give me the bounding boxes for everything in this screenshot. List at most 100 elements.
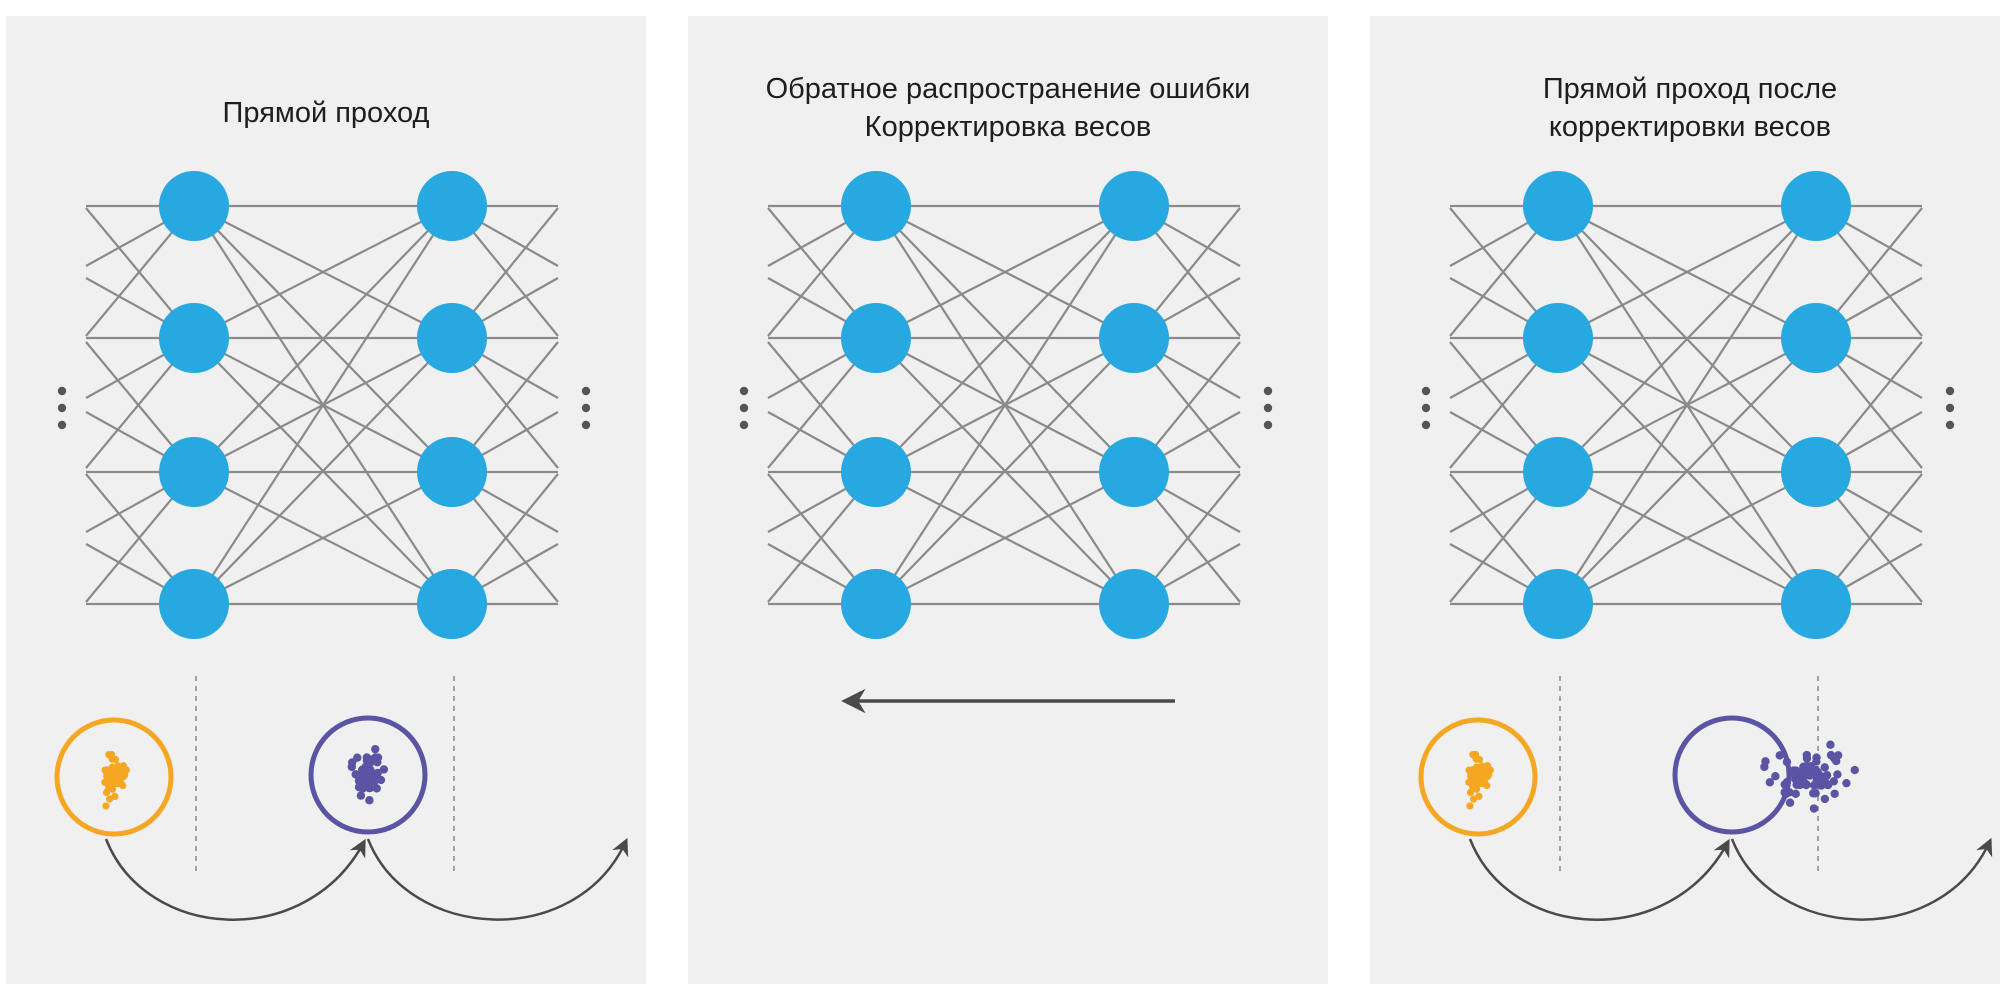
- weight-edge: [875, 337, 1135, 605]
- cluster-point: [1812, 775, 1822, 784]
- cluster-point: [1475, 765, 1483, 773]
- cluster-point: [1475, 755, 1484, 764]
- right-ellipsis-icon: [1263, 386, 1273, 430]
- cluster-point: [1760, 762, 1769, 772]
- ellipsis-dot: [57, 386, 67, 396]
- left-ellipsis-icon: [1421, 386, 1431, 430]
- neuron-node: [417, 303, 487, 373]
- ellipsis-dot: [739, 403, 749, 413]
- weight-edge: [875, 471, 1135, 605]
- panel-title-line: Прямой проход: [222, 97, 430, 129]
- ellipsis-dot: [1945, 420, 1955, 430]
- weight-edge: [193, 205, 453, 339]
- cluster-point: [361, 774, 371, 784]
- cluster-point: [105, 795, 114, 803]
- left-ellipsis-icon: [57, 386, 67, 430]
- neuron-node: [1781, 437, 1851, 507]
- cluster-point: [108, 785, 117, 793]
- cluster-point: [1781, 789, 1791, 799]
- weight-edge: [875, 205, 1135, 339]
- cluster-point: [1830, 789, 1839, 798]
- cluster-point: [105, 751, 113, 759]
- neuron-node: [1781, 569, 1851, 639]
- cluster-ring: [1418, 717, 1538, 837]
- cluster-point: [1775, 751, 1784, 760]
- ellipsis-dot: [1263, 420, 1273, 430]
- cluster-point: [365, 783, 375, 793]
- panel-title: Прямой проход после корректировки весов: [1370, 70, 2000, 146]
- cluster-point: [364, 762, 373, 771]
- cluster-point: [1842, 778, 1851, 788]
- neuron-node: [159, 171, 229, 241]
- activation-cluster-purple: [308, 715, 428, 835]
- cluster-point: [1485, 770, 1493, 779]
- flow-arrow: [1730, 837, 1993, 921]
- neuron-node: [841, 303, 911, 373]
- cluster-point: [351, 770, 360, 779]
- activation-cluster-orange: [54, 717, 174, 837]
- cluster-point: [353, 753, 362, 762]
- cluster-point: [379, 765, 389, 774]
- cluster-ring: [1672, 715, 1792, 835]
- neuron-node: [1523, 171, 1593, 241]
- network-group: [739, 171, 1273, 639]
- cluster-point: [1833, 751, 1843, 760]
- neuron-node: [1523, 437, 1593, 507]
- cluster-point: [1820, 763, 1829, 772]
- panel-forward-pass-after-update: Прямой проход после корректировки весов: [1370, 16, 2000, 984]
- cluster-point: [1782, 778, 1792, 787]
- cluster-point: [1802, 754, 1812, 763]
- cluster-point: [365, 796, 374, 805]
- ellipsis-dot: [1263, 386, 1273, 396]
- ellipsis-dot: [581, 420, 591, 430]
- neuron-node: [841, 171, 911, 241]
- cluster-point: [370, 777, 379, 786]
- panels-row: Прямой проход Обратное распространение о…: [6, 16, 2000, 984]
- weight-edge: [875, 205, 1135, 605]
- neuron-node: [1099, 437, 1169, 507]
- cluster-point: [1469, 795, 1478, 803]
- neuron-node: [417, 171, 487, 241]
- ellipsis-dot: [1263, 403, 1273, 413]
- cluster-ring: [54, 717, 174, 837]
- flow-arrow: [366, 837, 629, 921]
- left-ellipsis-icon: [739, 386, 749, 430]
- cluster-point: [110, 779, 119, 788]
- weight-edge: [1557, 337, 1817, 605]
- cluster-point: [1481, 779, 1489, 787]
- ellipsis-dot: [581, 386, 591, 396]
- neuron-node: [159, 569, 229, 639]
- cluster-point: [1785, 798, 1795, 807]
- cluster-point: [1791, 766, 1801, 775]
- neuron-node: [841, 569, 911, 639]
- cluster-point: [111, 771, 120, 779]
- cluster-point: [1791, 789, 1800, 799]
- cluster-point: [1465, 766, 1473, 774]
- activation-cluster-purple: [1672, 715, 1859, 835]
- cluster-point: [1809, 804, 1819, 813]
- weight-edge: [1557, 205, 1817, 473]
- cluster-point: [1850, 765, 1859, 775]
- cluster-point: [373, 753, 383, 762]
- ellipsis-dot: [1421, 403, 1431, 413]
- panel-title: Прямой проход: [6, 94, 646, 132]
- cluster-point: [1469, 751, 1477, 759]
- cluster-point: [1820, 794, 1830, 804]
- neuron-node: [159, 303, 229, 373]
- cluster-point: [1771, 772, 1780, 781]
- neuron-node: [841, 437, 911, 507]
- ellipsis-dot: [1421, 386, 1431, 396]
- flow-arrow: [1468, 838, 1730, 921]
- weight-edge: [1557, 205, 1817, 339]
- weight-edge: [193, 471, 453, 605]
- cluster-point: [1817, 781, 1826, 790]
- cluster-point: [1811, 789, 1820, 798]
- neuron-node: [1099, 569, 1169, 639]
- right-ellipsis-icon: [1945, 386, 1955, 430]
- cluster-point: [372, 784, 381, 793]
- cluster-ring: [308, 715, 428, 835]
- panel-title: Обратное распространение ошибки Корректи…: [688, 70, 1328, 146]
- neuron-node: [1781, 171, 1851, 241]
- neuron-node: [159, 437, 229, 507]
- cluster-point: [1474, 779, 1483, 788]
